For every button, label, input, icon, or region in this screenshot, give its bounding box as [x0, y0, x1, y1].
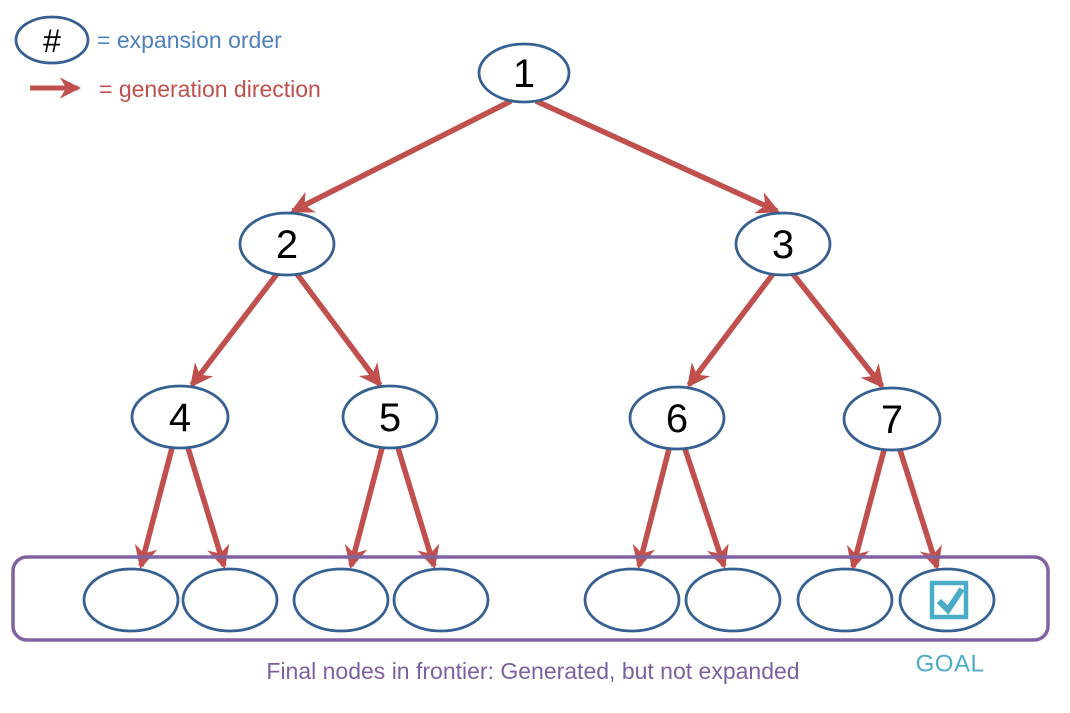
tree-node-4: 4 [130, 384, 230, 450]
node-7-label: 7 [881, 398, 903, 442]
frontier-slot-1 [82, 567, 180, 633]
frontier-slot-6 [684, 567, 782, 633]
node-4-label: 4 [169, 396, 191, 440]
node-5-label: 5 [379, 396, 401, 440]
node-6-label: 6 [666, 397, 688, 441]
tree-node-2: 2 [238, 211, 336, 277]
generation-edges [134, 98, 943, 571]
tree-node-3: 3 [734, 211, 832, 277]
node-4-ellipse [130, 384, 230, 450]
edge-4-slot2 [185, 447, 230, 570]
goal-checkmark [936, 587, 965, 615]
edge-5-slot3 [344, 447, 385, 570]
edge-2-5 [294, 272, 383, 388]
edge-6-slot6 [682, 448, 729, 570]
legend: # = expansion order = generation directi… [14, 15, 321, 102]
edge-2-4 [189, 272, 280, 388]
tree-node-7: 7 [842, 386, 942, 452]
goal-label: GOAL [916, 651, 985, 678]
legend-expansion-label: = expansion order [97, 27, 282, 53]
frontier-slot-3 [292, 567, 390, 633]
frontier-slot-4 [392, 567, 490, 633]
node-2-label: 2 [276, 223, 298, 267]
legend-node-symbol: # [43, 23, 61, 59]
frontier-caption: Final nodes in frontier: Generated, but … [266, 658, 799, 684]
edge-1-2 [290, 98, 513, 214]
edge-7-slot8 [897, 449, 943, 571]
edge-5-slot4 [395, 447, 440, 570]
edge-3-7 [790, 272, 885, 389]
tree-nodes: 1 2 3 4 5 6 7 [130, 42, 942, 452]
tree-node-1: 1 [477, 42, 571, 104]
frontier-box [11, 555, 1050, 642]
tree-node-6: 6 [628, 385, 726, 451]
frontier-slot-2 [181, 567, 279, 633]
node-5-ellipse [341, 384, 439, 450]
edge-6-slot5 [632, 448, 672, 570]
edge-4-slot1 [134, 447, 175, 570]
edge-1-3 [534, 98, 780, 214]
edge-3-6 [686, 272, 776, 388]
node-1-ellipse [477, 42, 571, 104]
node-7-ellipse [842, 386, 942, 452]
legend-node-ellipse [14, 15, 90, 65]
frontier-slot-7 [796, 567, 894, 633]
node-6-ellipse [628, 385, 726, 451]
legend-generation-label: = generation direction [99, 76, 321, 102]
node-3-ellipse [734, 211, 832, 277]
tree-node-5: 5 [341, 384, 439, 450]
node-2-ellipse [238, 211, 336, 277]
goal-checkbox-icon [929, 580, 969, 620]
node-1-label: 1 [513, 52, 535, 96]
frontier-slots [82, 567, 996, 633]
node-3-label: 3 [772, 223, 794, 267]
frontier-slot-5 [583, 567, 681, 633]
edge-7-slot7 [846, 449, 887, 571]
